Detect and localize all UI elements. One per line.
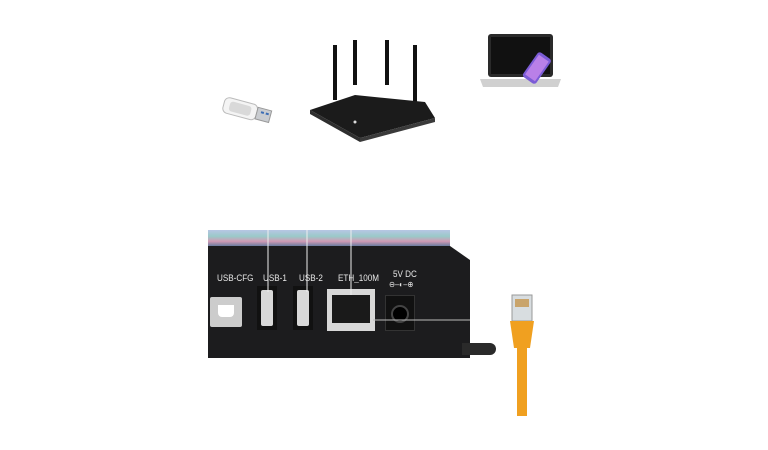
- usb-cfg-port: [210, 297, 242, 327]
- label-usb-1: USB-1: [263, 273, 287, 283]
- label-usb-2: USB-2: [299, 273, 323, 283]
- ethernet-port: [327, 289, 375, 331]
- label-eth: ETH_100M: [338, 273, 379, 283]
- mounting-tab: [462, 343, 496, 355]
- ethernet-cable-icon: [510, 294, 534, 416]
- label-power: 5V DC: [393, 269, 417, 279]
- power-jack: [385, 295, 415, 331]
- usb-flash-drive-icon: [222, 97, 273, 124]
- laptop-phone-icon: [480, 34, 561, 87]
- label-usb-cfg: USB-CFG: [217, 273, 254, 283]
- usb-1-port: [257, 286, 277, 330]
- power-polarity-icon: ⊖–◐–⊕: [389, 280, 414, 289]
- wifi-router-icon: [310, 40, 435, 142]
- usb-2-port: [293, 286, 313, 330]
